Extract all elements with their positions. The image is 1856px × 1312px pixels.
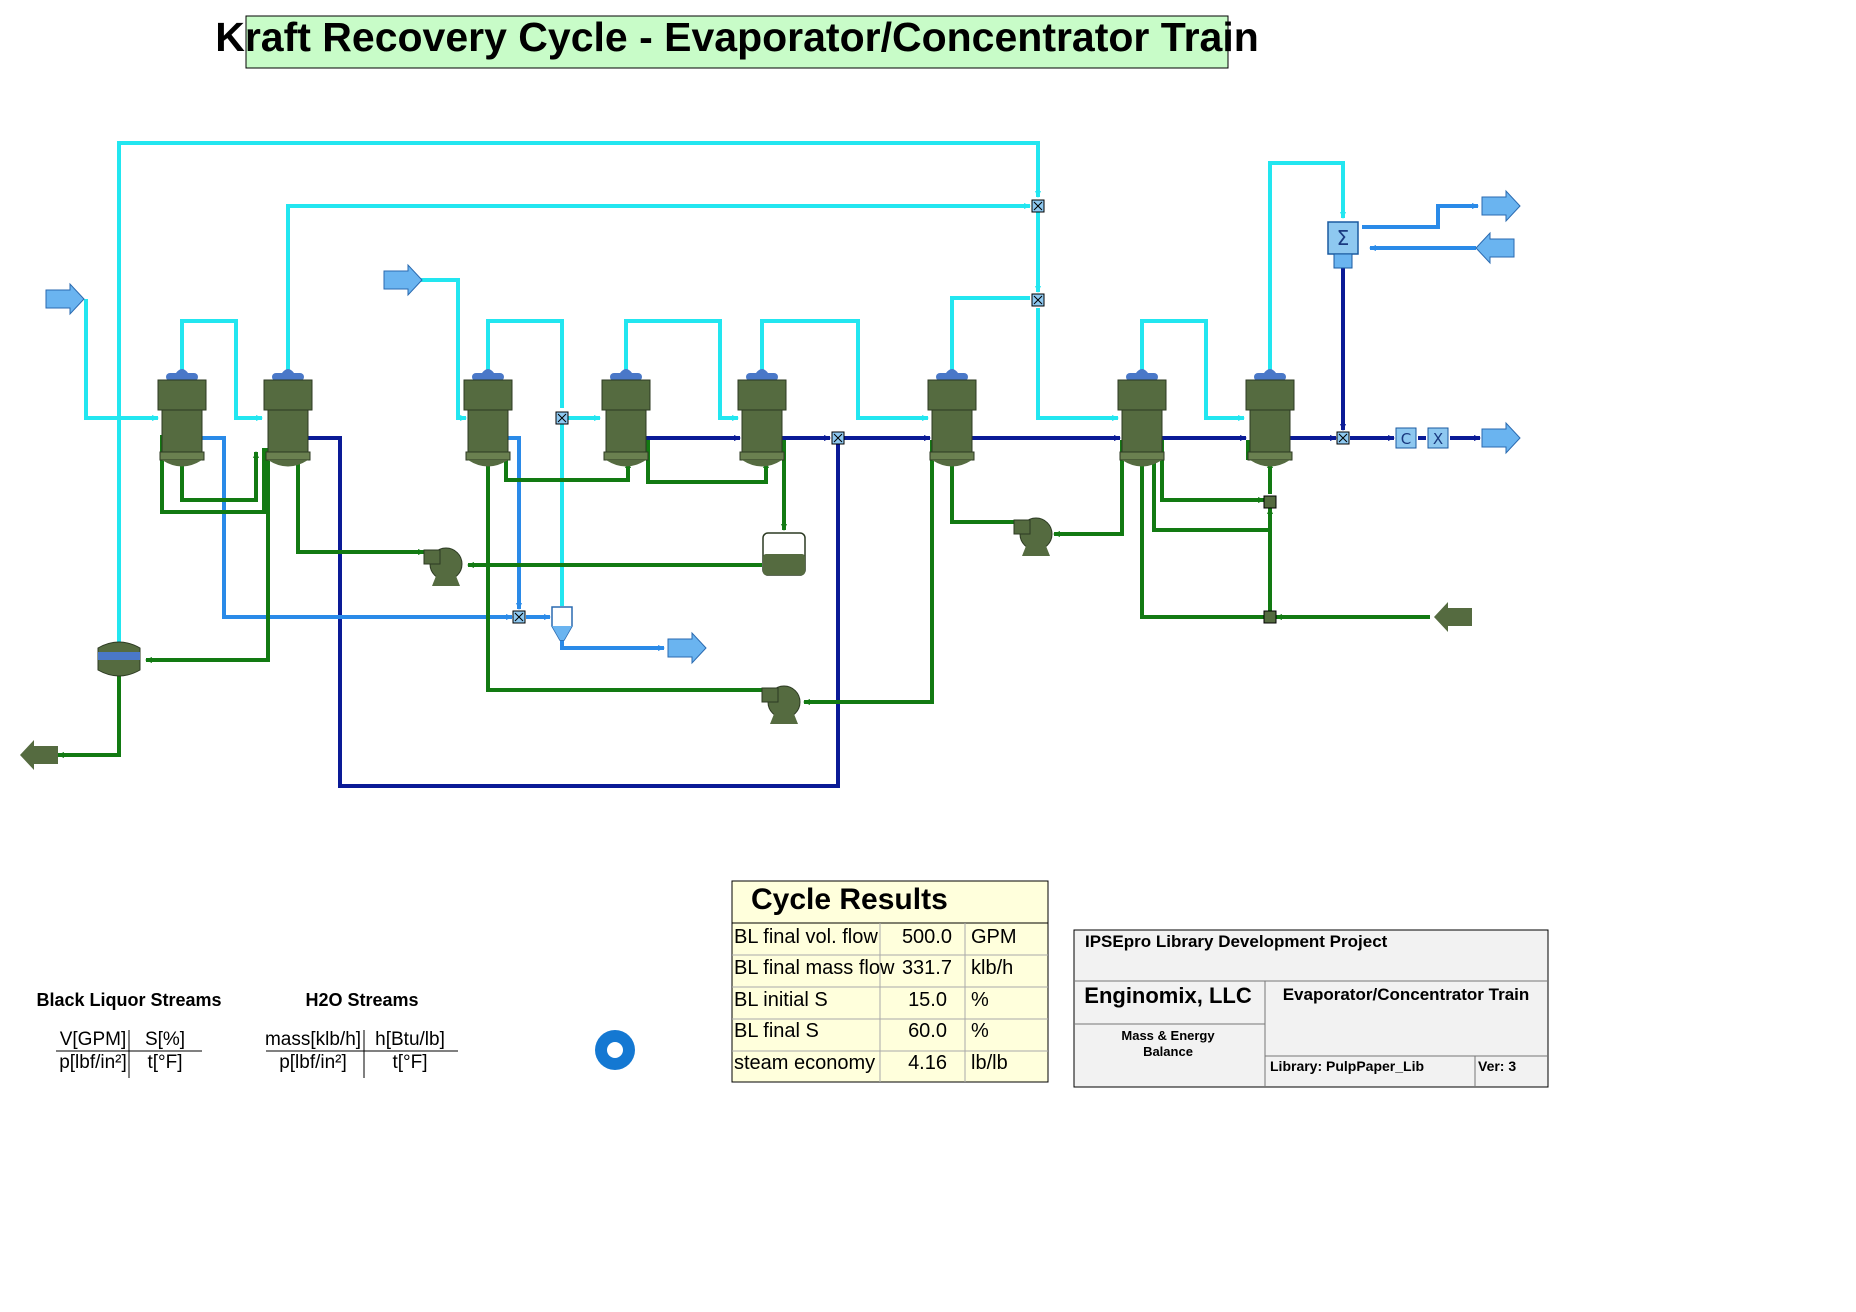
- results-value: 500.0: [902, 926, 952, 948]
- results-title: Cycle Results: [751, 883, 948, 916]
- inlet-arrow-icon[interactable]: [1434, 602, 1472, 632]
- evaporator-body-icon[interactable]: [263, 368, 313, 467]
- results-label: BL final S: [734, 1020, 819, 1042]
- results-label: BL final vol. flow: [734, 926, 878, 948]
- results-value: 331.7: [902, 957, 952, 979]
- title-block: IPSEpro Library Development Project Engi…: [1073, 929, 1549, 1088]
- results-unit: klb/h: [971, 957, 1013, 979]
- results-label: BL initial S: [734, 989, 828, 1011]
- title-block-project: IPSEpro Library Development Project: [1085, 932, 1388, 951]
- title-block-drawing: Evaporator/Concentrator Train: [1283, 985, 1530, 1004]
- svg-text:Σ: Σ: [1337, 226, 1350, 250]
- evaporator-body-icon[interactable]: [927, 368, 977, 467]
- title-block-version: Ver: 3: [1478, 1058, 1516, 1074]
- condenser-icon[interactable]: Σ: [1327, 221, 1359, 269]
- liquor-pipes: [57, 435, 1430, 758]
- cycle-results-table: Cycle Results BL final vol. flow 500.0 G…: [731, 880, 1049, 1083]
- legend-cell: p[lbf/in²]: [279, 1052, 347, 1073]
- svg-text:C: C: [1401, 430, 1411, 448]
- mixer-icon[interactable]: [1336, 431, 1350, 445]
- pump-icon[interactable]: [423, 547, 463, 587]
- legend-cell: h[Btu/lb]: [375, 1029, 445, 1050]
- strong-liquor-pipes: [304, 268, 1481, 788]
- evaporator-body-icon[interactable]: [1117, 368, 1167, 467]
- evaporator-body-icon[interactable]: [463, 368, 513, 467]
- pump-icon[interactable]: [1013, 517, 1053, 557]
- legend-title: Black Liquor Streams: [36, 990, 221, 1010]
- water-pipes: [198, 203, 1479, 651]
- legend-cell: V[GPM]: [60, 1029, 127, 1050]
- flash-tank-icon[interactable]: [97, 641, 141, 677]
- pump-icon[interactable]: [761, 685, 801, 725]
- mixer-icon[interactable]: [831, 431, 845, 445]
- title-block-subtitle: Mass & Energy: [1121, 1028, 1215, 1043]
- inlet-arrow-icon[interactable]: [45, 283, 85, 315]
- mixer-icon[interactable]: [512, 610, 526, 624]
- mixer-icon[interactable]: [1031, 199, 1045, 213]
- results-label: steam economy: [734, 1052, 875, 1074]
- results-value: 15.0: [908, 989, 947, 1011]
- mixer-icon[interactable]: [1031, 293, 1045, 307]
- vapor-pipes: [84, 141, 1346, 645]
- results-value: 60.0: [908, 1020, 947, 1042]
- title-block-subtitle: Balance: [1143, 1044, 1193, 1059]
- legend-cell: S[%]: [145, 1029, 185, 1050]
- evaporator-body-icon[interactable]: [601, 368, 651, 467]
- outlet-arrow-icon[interactable]: [667, 632, 707, 664]
- mixer-icon[interactable]: [555, 411, 569, 425]
- outlet-arrow-icon[interactable]: [1481, 422, 1521, 454]
- controller-icon[interactable]: X: [1427, 427, 1449, 449]
- legend-black-liquor: Black Liquor Streams V[GPM] S[%] p[lbf/i…: [36, 990, 222, 1078]
- outlet-arrow-icon[interactable]: [20, 740, 58, 770]
- tank-icon[interactable]: [762, 532, 806, 576]
- title-block-library: Library: PulpPaper_Lib: [1270, 1058, 1424, 1074]
- svg-text:X: X: [1433, 430, 1443, 448]
- results-label: BL final mass flow: [734, 957, 895, 979]
- inlet-arrow-icon[interactable]: [383, 264, 423, 296]
- results-unit: lb/lb: [971, 1052, 1008, 1074]
- marker-ring-icon[interactable]: [595, 1030, 635, 1070]
- splitter-icon[interactable]: [1263, 495, 1277, 509]
- evaporator-body-icon[interactable]: [737, 368, 787, 467]
- evaporator-body-icon[interactable]: [1245, 368, 1295, 467]
- legend-cell: mass[klb/h]: [265, 1029, 361, 1050]
- outlet-arrow-icon[interactable]: [1481, 190, 1521, 222]
- results-value: 4.16: [908, 1052, 947, 1074]
- inlet-arrow-icon[interactable]: [1475, 231, 1515, 265]
- splitter-icon[interactable]: [1263, 610, 1277, 624]
- legend-title: H2O Streams: [305, 990, 418, 1010]
- controller-icon[interactable]: C: [1395, 427, 1417, 449]
- title-block-company: Enginomix, LLC: [1084, 983, 1252, 1008]
- results-unit: %: [971, 989, 989, 1011]
- flash-vessel-icon[interactable]: [551, 606, 573, 641]
- legend-cell: t[°F]: [147, 1052, 182, 1073]
- page-title: Kraft Recovery Cycle - Evaporator/Concen…: [215, 14, 1259, 60]
- title-box: [245, 15, 1229, 69]
- results-unit: %: [971, 1020, 989, 1042]
- evaporator-body-icon[interactable]: [157, 368, 207, 467]
- legend-cell: t[°F]: [392, 1052, 427, 1073]
- legend-h2o: H2O Streams mass[klb/h] h[Btu/lb] p[lbf/…: [265, 990, 458, 1078]
- results-unit: GPM: [971, 926, 1017, 948]
- legend-cell: p[lbf/in²]: [59, 1052, 127, 1073]
